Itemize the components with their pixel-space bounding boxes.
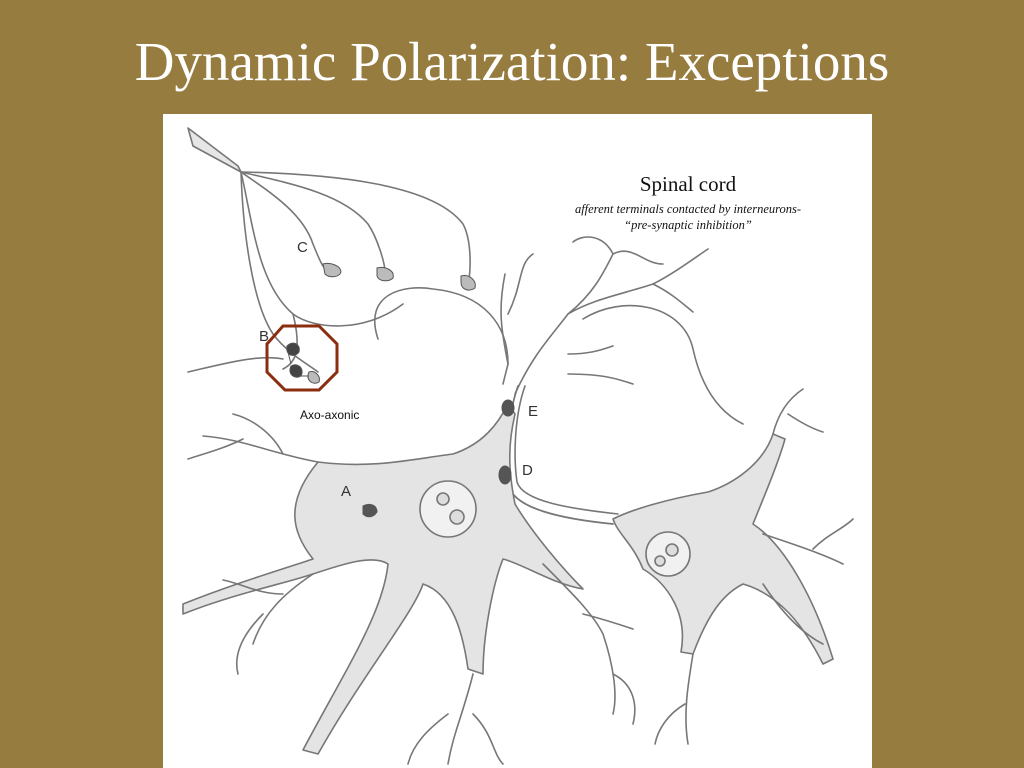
terminal-d xyxy=(499,466,511,484)
terminal-b-3 xyxy=(308,372,319,384)
axon-branch-1 xyxy=(241,172,403,326)
terminal-e xyxy=(502,400,514,416)
label-a: A xyxy=(341,483,351,500)
axon-branch-4 xyxy=(241,172,470,280)
axon-branch-7 xyxy=(188,358,283,372)
caption-line-2: “pre-synaptic inhibition” xyxy=(523,217,853,233)
main-neuron-soma xyxy=(183,404,583,754)
upper-dendrite-loop xyxy=(375,288,508,384)
label-axo-axonic: Axo-axonic xyxy=(300,408,359,422)
terminal-c-1 xyxy=(323,263,341,276)
terminal-c-2 xyxy=(377,267,393,280)
axon-branch-5 xyxy=(241,172,318,372)
main-dendrite-right-lower xyxy=(543,564,635,724)
interneuron-branches-top xyxy=(568,237,708,314)
terminal-c-3 xyxy=(461,276,475,290)
afferent-axon xyxy=(188,128,241,172)
terminal-a xyxy=(363,504,377,516)
label-d: D xyxy=(522,462,533,479)
label-b: B xyxy=(259,328,269,345)
interneuron-axon-upper xyxy=(515,284,653,394)
neuron-diagram: Spinal cord afferent terminals contacted… xyxy=(163,114,872,768)
label-c: C xyxy=(297,239,308,256)
terminal-b-2 xyxy=(290,365,302,378)
slide-title: Dynamic Polarization: Exceptions xyxy=(0,22,1024,102)
caption-subtitle: afferent terminals contacted by interneu… xyxy=(523,201,853,233)
label-e: E xyxy=(528,403,538,420)
main-nucleus xyxy=(420,481,476,537)
interneuron-lines-mid xyxy=(568,346,633,384)
caption-title: Spinal cord xyxy=(523,172,853,197)
main-dendrite-bottom xyxy=(408,674,503,764)
axon-branch-2 xyxy=(241,172,331,269)
interneuron-loop xyxy=(583,306,743,424)
descending-axon xyxy=(507,386,613,524)
main-dendrite-left xyxy=(188,414,318,462)
caption-line-1: afferent terminals contacted by interneu… xyxy=(523,201,853,217)
